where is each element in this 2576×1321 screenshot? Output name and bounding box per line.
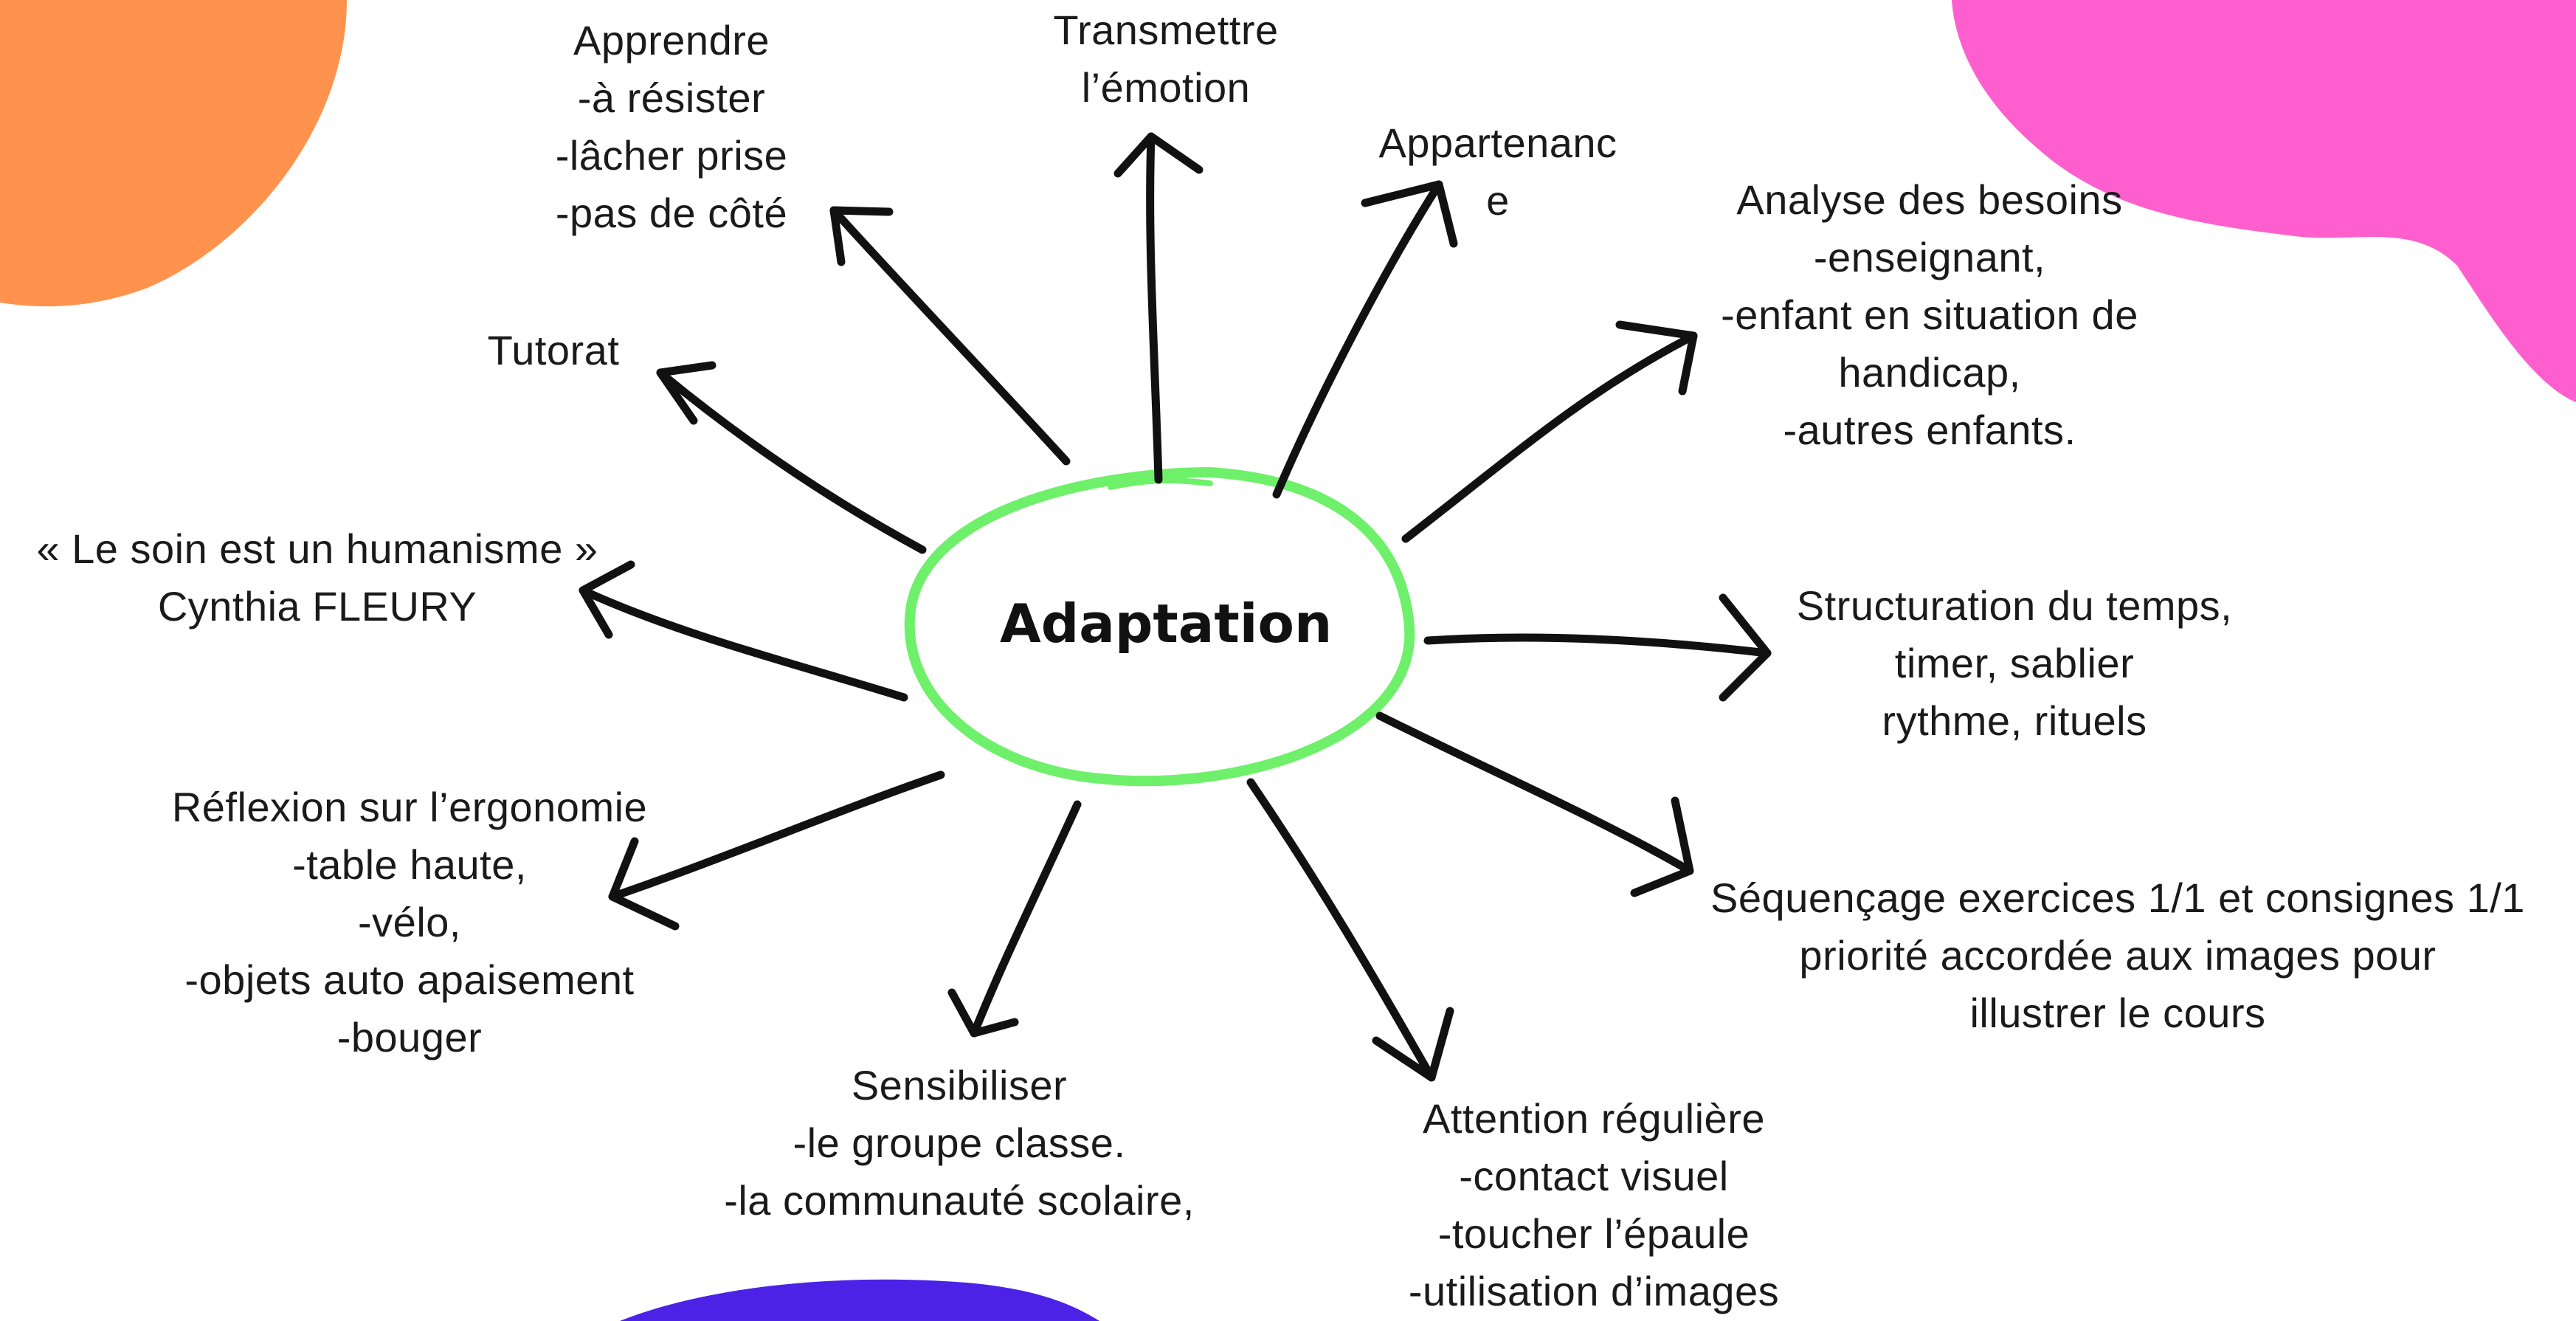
- orange-blob: [0, 0, 347, 307]
- node-sequencage-line: illustrer le cours: [1969, 990, 2266, 1036]
- node-structuration: Structuration du temps, timer, sablier r…: [1756, 577, 2273, 750]
- node-analyse-line: -enfant en situation de: [1721, 292, 2138, 338]
- arrow-analyse: [1401, 320, 1698, 543]
- node-soin-line: Cynthia FLEURY: [157, 583, 477, 630]
- node-analyse-line: Analyse des besoins: [1736, 176, 2123, 223]
- node-reflexion-line: -vélo,: [358, 899, 461, 945]
- node-transmettre: Transmettre l’émotion: [1018, 1, 1313, 117]
- node-reflexion-line: -objets auto apaisement: [184, 956, 635, 1003]
- node-attention-line: Attention régulière: [1422, 1095, 1765, 1142]
- purple-blob: [620, 1279, 1099, 1321]
- node-structuration-line: Structuration du temps,: [1796, 582, 2233, 629]
- arrow-appartenance: [1272, 180, 1458, 499]
- node-reflexion-line: Réflexion sur l’ergonomie: [171, 784, 648, 830]
- node-analyse-line: handicap,: [1838, 349, 2021, 396]
- arrow-soin: [579, 560, 908, 702]
- node-appartenance: Appartenanc e: [1350, 114, 1646, 230]
- node-apprendre-line: -lâcher prise: [555, 132, 788, 179]
- node-sensibiliser-line: -la communauté scolaire,: [724, 1177, 1195, 1224]
- node-transmettre-line: l’émotion: [1081, 64, 1251, 111]
- node-apprendre-line: -pas de côté: [555, 190, 788, 236]
- node-attention: Attention régulière -contact visuel -tou…: [1336, 1090, 1852, 1320]
- pink-blob-shape: [1952, 0, 2576, 402]
- node-tutorat: Tutorat: [443, 322, 664, 379]
- node-attention-line: -utilisation d’images: [1408, 1268, 1780, 1314]
- node-apprendre-line: Apprendre: [573, 17, 770, 63]
- arrow-reflexion: [608, 770, 945, 931]
- node-apprendre: Apprendre -à résister -lâcher prise -pas…: [524, 12, 819, 242]
- arrow-sequencage: [1375, 711, 1694, 897]
- node-transmettre-line: Transmettre: [1053, 7, 1279, 53]
- arrow-structuration: [1423, 593, 1772, 702]
- node-sequencage: Séquençage exercices 1/1 et consignes 1/…: [1668, 869, 2568, 1042]
- node-analyse: Analyse des besoins -enseignant, -enfant…: [1634, 171, 2225, 459]
- center-label: Adaptation: [1000, 593, 1333, 655]
- node-structuration-line: timer, sablier: [1894, 640, 2135, 686]
- node-soin-line: « Le soin est un humanisme »: [36, 525, 598, 572]
- node-appartenance-line: Appartenanc: [1378, 120, 1617, 166]
- node-structuration-line: rythme, rituels: [1882, 697, 2147, 744]
- node-sensibiliser-line: -le groupe classe.: [793, 1120, 1126, 1166]
- node-reflexion: Réflexion sur l’ergonomie -table haute, …: [114, 779, 705, 1066]
- node-sensibiliser: Sensibiliser -le groupe classe. -la comm…: [649, 1057, 1269, 1229]
- purple-blob-shape: [620, 1279, 1099, 1321]
- node-soin: « Le soin est un humanisme » Cynthia FLE…: [0, 520, 635, 635]
- node-tutorat-line: Tutorat: [487, 327, 620, 373]
- arrow-sensibiliser: [947, 800, 1082, 1038]
- node-sequencage-line: priorité accordée aux images pour: [1799, 932, 2437, 979]
- node-attention-line: -contact visuel: [1459, 1153, 1729, 1199]
- node-appartenance-line: e: [1486, 177, 1510, 224]
- node-analyse-line: -autres enfants.: [1783, 407, 2076, 453]
- center-ring: [904, 467, 1415, 787]
- node-attention-line: -toucher l’épaule: [1437, 1210, 1750, 1257]
- arrow-transmettre: [1113, 132, 1204, 484]
- node-reflexion-line: -bouger: [336, 1014, 483, 1060]
- arrow-attention: [1246, 778, 1454, 1082]
- arrow-apprendre: [829, 206, 1071, 466]
- pink-blob: [1952, 0, 2576, 402]
- node-sensibiliser-line: Sensibiliser: [851, 1062, 1068, 1108]
- orange-blob-shape: [0, 0, 347, 307]
- node-reflexion-line: -table haute,: [292, 841, 527, 888]
- node-apprendre-line: -à résister: [577, 75, 766, 121]
- node-analyse-line: -enseignant,: [1813, 234, 2046, 280]
- arrow-tutorat: [656, 361, 927, 554]
- node-sequencage-line: Séquençage exercices 1/1 et consignes 1/…: [1710, 875, 2525, 921]
